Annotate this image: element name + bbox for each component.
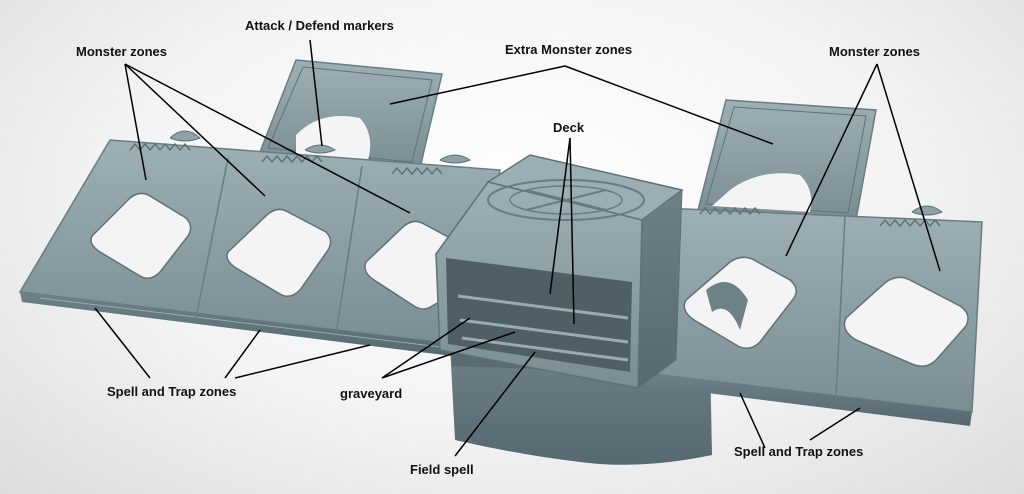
right-board-shape — [635, 205, 983, 426]
extra-zone-right-shape — [697, 99, 877, 221]
left-board-shape — [18, 130, 501, 358]
extra-zone-left-shape — [258, 59, 443, 169]
deck-box-shape — [435, 154, 684, 390]
label-extra-monster-zones: Extra Monster zones — [505, 42, 633, 57]
label-monster-zones-right: Monster zones — [829, 44, 921, 59]
leader-lines — [94, 39, 941, 457]
label-monster-zones-left: Monster zones — [76, 44, 168, 59]
label-attack-defend-markers: Attack / Defend markers — [245, 18, 394, 33]
label-spell-trap-zones-left: Spell and Trap zones — [107, 384, 237, 399]
label-spell-trap-zones-right: Spell and Trap zones — [734, 444, 864, 459]
label-deck: Deck — [553, 120, 585, 135]
label-graveyard: graveyard — [340, 386, 403, 401]
label-field-spell: Field spell — [410, 462, 474, 477]
